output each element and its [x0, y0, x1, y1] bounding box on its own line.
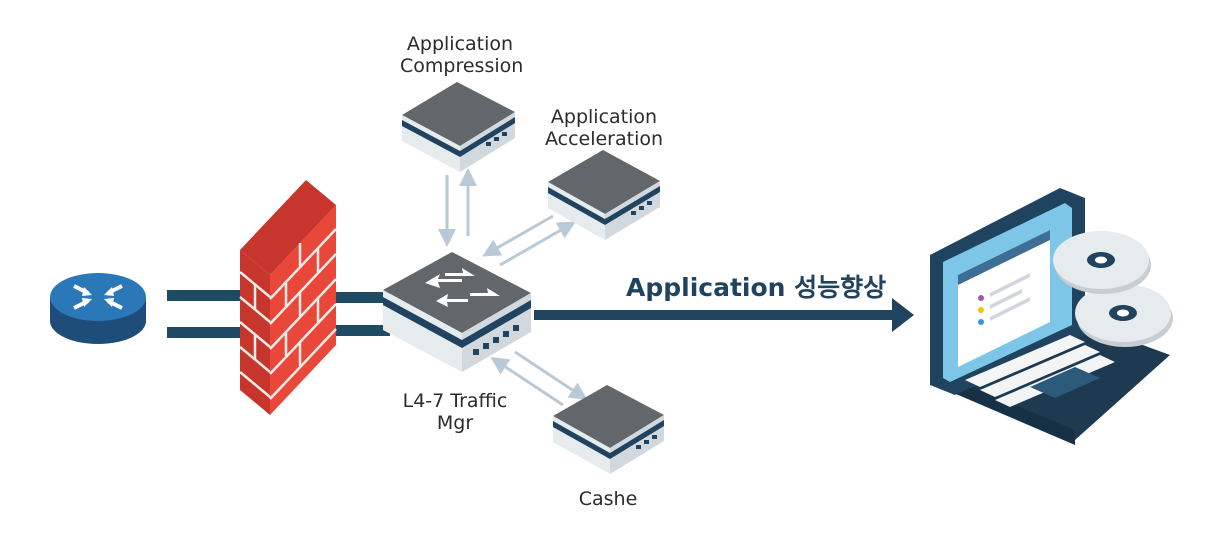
firewall-icon	[239, 180, 337, 415]
link-lines	[167, 290, 390, 338]
traffic-mgr-label-line1: L4-7 Traffic	[402, 390, 508, 412]
acceleration-label-line1: Application	[550, 106, 658, 128]
connector-arrows	[438, 168, 588, 407]
compression-label: Application Compression	[400, 33, 524, 77]
performance-arrow	[534, 298, 914, 332]
cache-server-icon	[553, 385, 664, 474]
traffic-mgr-label-line2: Mgr	[436, 412, 474, 434]
compression-label-line2: Compression	[400, 55, 524, 77]
acceleration-label-line2: Acceleration	[544, 128, 664, 150]
cache-label: Cashe	[578, 488, 638, 510]
acceleration-server-icon	[548, 150, 660, 240]
disc-icon	[1053, 231, 1173, 347]
acceleration-label: Application Acceleration	[542, 106, 666, 150]
compression-server-icon	[402, 82, 515, 172]
performance-label: Application 성능향상	[626, 273, 887, 302]
traffic-manager-icon	[383, 252, 531, 372]
router-icon	[50, 273, 146, 344]
traffic-mgr-label: L4-7 Traffic Mgr	[398, 390, 512, 434]
compression-label-line1: Application	[406, 33, 514, 55]
